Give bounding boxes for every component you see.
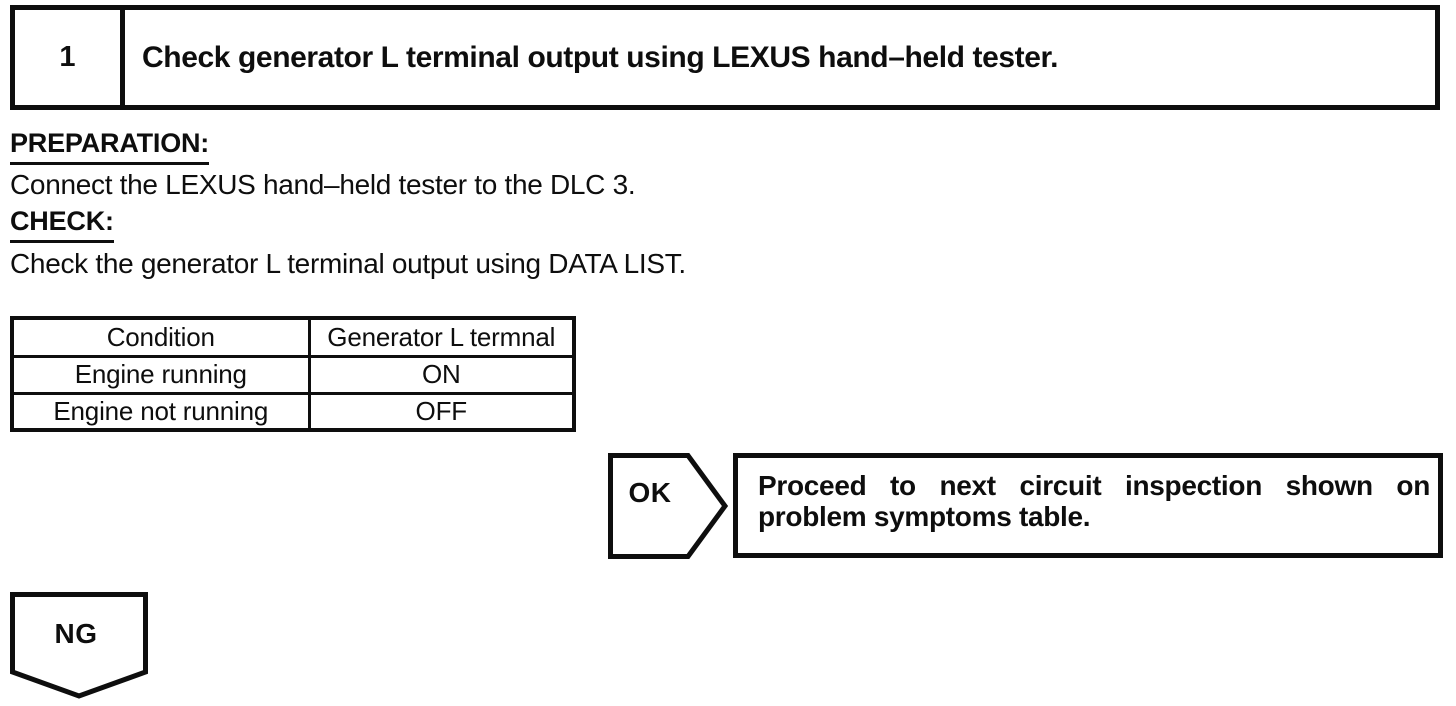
step-header-box: 1 Check generator L terminal output usin… xyxy=(10,5,1440,110)
value-cell: OFF xyxy=(307,391,576,432)
step-title: Check generator L terminal output using … xyxy=(142,40,1059,74)
table-row: Engine not running OFF xyxy=(10,391,576,432)
preparation-heading-text: PREPARATION: xyxy=(10,128,209,165)
ok-result-line-2: problem symptoms table. xyxy=(758,501,1091,532)
ok-branch-marker: OK xyxy=(608,453,728,559)
table-header-row: Condition Generator L termnal xyxy=(10,316,576,358)
step-number: 1 xyxy=(59,41,76,73)
ok-result-box: Proceed to next circuit inspection shown… xyxy=(733,453,1443,558)
column-header-condition: Condition xyxy=(10,316,311,358)
check-text: Check the generator L terminal output us… xyxy=(10,248,686,279)
check-heading-text: CHECK: xyxy=(10,206,114,243)
column-header-generator-l-terminal: Generator L termnal xyxy=(307,316,576,358)
ok-arrow-right-icon xyxy=(608,453,728,559)
condition-cell: Engine running xyxy=(10,354,311,395)
ng-label: NG xyxy=(54,618,98,649)
ng-arrow-down-icon xyxy=(10,592,148,699)
condition-table: Condition Generator L termnal Engine run… xyxy=(10,316,576,432)
value-cell: ON xyxy=(307,354,576,395)
table-row: Engine running ON xyxy=(10,354,576,395)
step-number-cell: 1 xyxy=(15,10,125,105)
ng-branch-marker: NG xyxy=(10,592,148,699)
step-title-cell: Check generator L terminal output using … xyxy=(125,10,1435,105)
preparation-text: Connect the LEXUS hand–held tester to th… xyxy=(10,169,636,200)
condition-cell: Engine not running xyxy=(10,391,311,432)
ok-result-line-1: Proceed to next circuit inspection shown… xyxy=(758,470,1430,501)
preparation-heading: PREPARATION: xyxy=(10,128,209,165)
ok-label: OK xyxy=(628,477,672,508)
check-heading: CHECK: xyxy=(10,206,114,243)
